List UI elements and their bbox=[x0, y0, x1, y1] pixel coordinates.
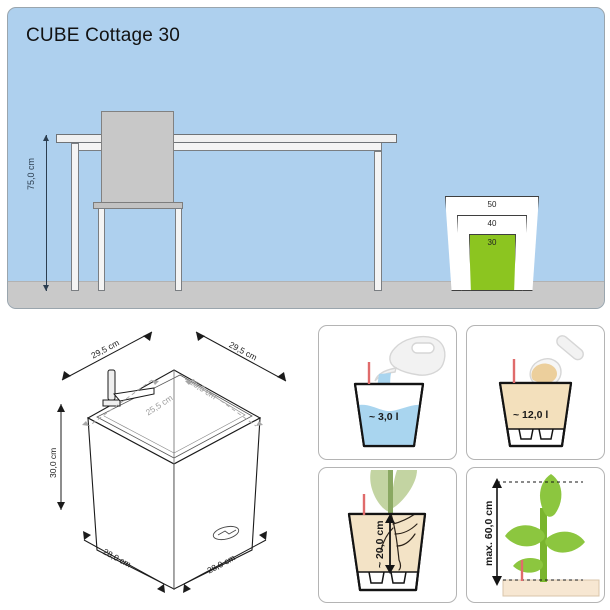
watering-can-icon bbox=[374, 335, 446, 382]
pot-size-label-50: 50 bbox=[487, 200, 497, 209]
scoop-icon bbox=[529, 335, 584, 388]
panel-max-plant-height: max. 60,0 cm bbox=[466, 467, 605, 603]
cube-dimension-drawing: 29,5 cm 29,5 cm 25,5 cm 25,5 cm 30,0 cm … bbox=[4, 318, 310, 608]
panel-water-reservoir: ~ 3,0 l bbox=[318, 325, 457, 460]
pot-size-label-40: 40 bbox=[487, 219, 497, 228]
panel-label-max-height: max. 60,0 cm bbox=[483, 500, 495, 566]
chair-seat bbox=[93, 202, 183, 209]
table-leg-right bbox=[374, 151, 382, 291]
scale-comparison-scene: CUBE Cottage 30 75,0 cm 50 40 30 bbox=[7, 7, 605, 309]
chair-leg-left bbox=[98, 208, 105, 291]
table-top bbox=[56, 134, 397, 143]
page-title: CUBE Cottage 30 bbox=[26, 25, 181, 46]
substrate-illustration bbox=[498, 335, 584, 448]
planting-depth-illustration bbox=[347, 470, 427, 592]
panel-label-substrate: ~ 12,0 l bbox=[513, 409, 549, 421]
panel-planting-depth: ~ 20,0 cm bbox=[318, 467, 457, 603]
chair-leg-right bbox=[175, 208, 182, 291]
leaf-shapes bbox=[505, 474, 585, 573]
max-height-illustration bbox=[492, 474, 600, 597]
panel-label-water: ~ 3,0 l bbox=[369, 411, 399, 423]
height-dimension-arrow bbox=[43, 135, 49, 291]
depth-arrow bbox=[385, 514, 395, 574]
water-reservoir-illustration bbox=[353, 335, 446, 448]
pot-outline-30 bbox=[469, 234, 516, 291]
dimension-height: 30,0 cm bbox=[48, 447, 58, 478]
panel-substrate-volume: ~ 12,0 l bbox=[466, 325, 605, 460]
chair-backrest bbox=[101, 111, 174, 203]
height-arrow bbox=[492, 478, 583, 586]
panel-label-depth: ~ 20,0 cm bbox=[374, 520, 386, 568]
pot-size-label-30: 30 bbox=[487, 238, 497, 247]
cube-isometric-svg bbox=[57, 331, 287, 593]
leaf-shapes bbox=[370, 470, 417, 512]
table-leg-left bbox=[71, 143, 79, 291]
height-dimension-label: 75,0 cm bbox=[26, 157, 36, 190]
